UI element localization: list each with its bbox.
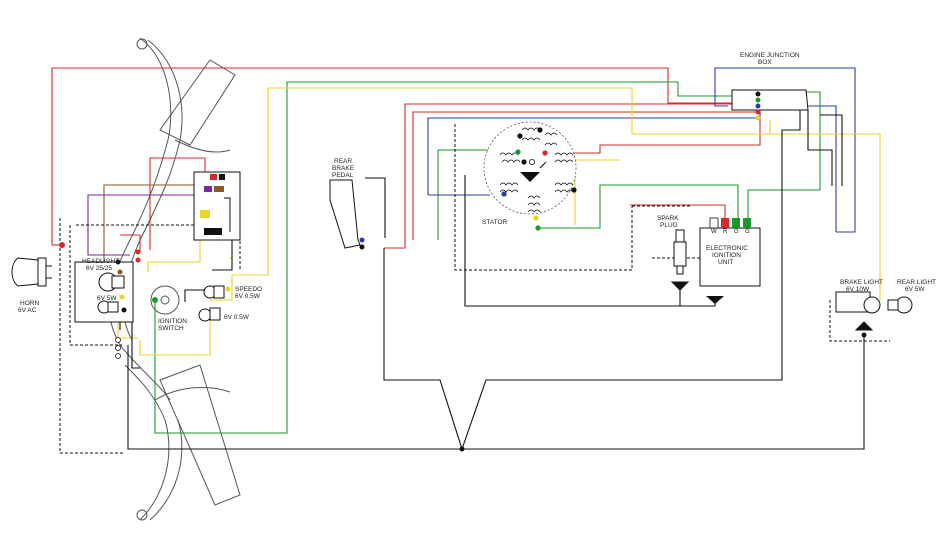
label-horn-1: HORN	[20, 300, 39, 307]
label-brake-light-2: 6V 10W	[846, 286, 870, 293]
label-electronic-ignition-1: ELECTRONIC	[706, 245, 748, 252]
handlebar-outline	[108, 37, 241, 521]
wire-dashed	[59, 124, 890, 454]
label-bulb-6v5w: 6V 5W	[97, 295, 117, 302]
label-speedo-2: 6V 0.5W	[235, 293, 261, 300]
speedo-bulb-icon	[198, 285, 225, 322]
label-speedo-1: SPEEDO	[235, 286, 262, 293]
label-engine-junction-box-2: BOX	[758, 59, 772, 66]
wire-connector-dots	[59, 237, 867, 452]
label-ignition-switch-1: IGNITION	[158, 318, 187, 325]
terminal-label-r: R	[723, 229, 728, 235]
label-ignition-switch-2: SWITCH	[158, 325, 184, 332]
label-headlight-2: 6V 25/25	[86, 265, 112, 272]
engine-junction-box	[731, 89, 809, 121]
label-speedo-3: 6V 0.5W	[224, 314, 250, 321]
label-horn-2: 6V AC	[18, 307, 37, 314]
label-stator: STATOR	[482, 219, 508, 226]
label-rear-brake-pedal-3: PEDAL	[332, 172, 354, 179]
horn-icon	[11, 257, 52, 287]
terminal-label-g1: G	[734, 229, 739, 235]
label-engine-junction-box-1: ENGINE JUNCTION	[740, 52, 800, 59]
terminal-label-w: W	[711, 229, 717, 235]
electronic-ignition-unit	[699, 217, 761, 304]
label-rear-light-2: 6V 5W	[905, 286, 925, 293]
label-rear-brake-pedal-1: REAR	[334, 158, 352, 165]
stator	[483, 121, 577, 231]
label-spark-plug-2: PLUG	[660, 222, 678, 229]
label-electronic-ignition-2: IGNITION	[712, 252, 741, 259]
rear-brake-pedal-switch	[329, 179, 361, 249]
label-rear-brake-pedal-2: BRAKE	[332, 165, 355, 172]
label-rear-light-1: REAR LIGHT	[897, 279, 936, 286]
label-spark-plug-1: SPARK	[657, 215, 679, 222]
spark-plug-icon	[670, 229, 690, 291]
label-brake-light-1: BRAKE LIGHT	[840, 279, 883, 286]
rear-light-icon	[887, 296, 913, 314]
label-headlight-1: HEADLIGHT	[82, 258, 119, 265]
terminal-label-g2: G	[745, 229, 750, 235]
wire-red	[51, 67, 761, 252]
switch-block	[193, 171, 241, 241]
ignition-switch-icon	[150, 285, 180, 315]
brake-light-icon	[835, 291, 881, 331]
label-electronic-ignition-3: UNIT	[718, 259, 733, 266]
